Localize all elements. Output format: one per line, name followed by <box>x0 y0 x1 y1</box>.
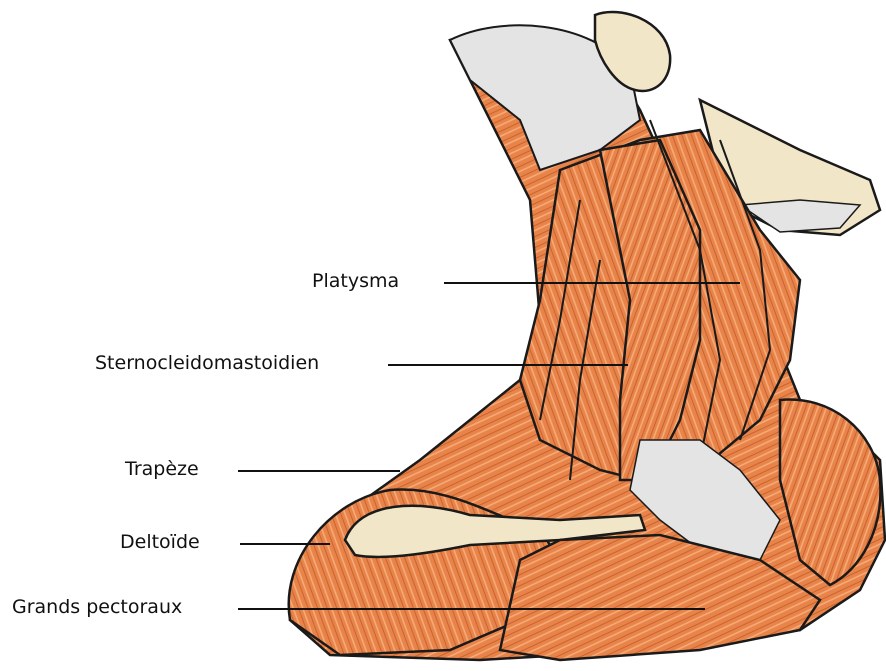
label-sternocleidomastoidien: Sternocleidomastoidien <box>95 354 319 373</box>
label-trapeze: Trapèze <box>125 460 199 479</box>
label-deltoide: Deltoïde <box>120 533 200 552</box>
label-grands-pectoraux: Grands pectoraux <box>12 598 182 617</box>
label-platysma: Platysma <box>312 272 399 291</box>
